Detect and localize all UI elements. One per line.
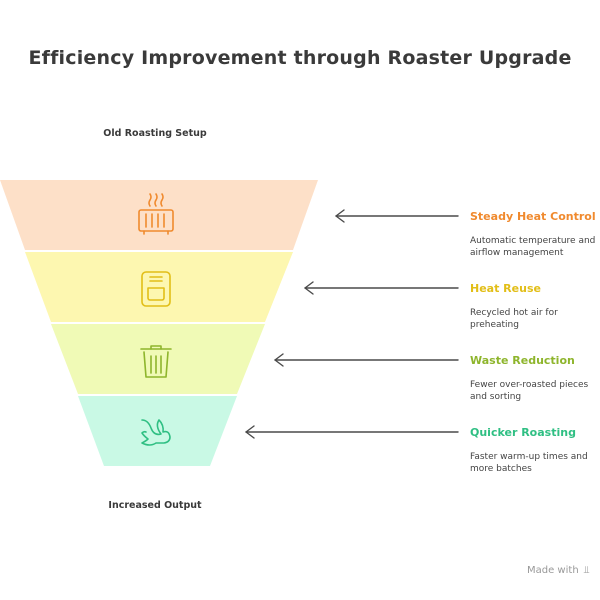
stage-description: Recycled hot air for preheating bbox=[470, 308, 558, 330]
stage-item-2: Heat Reuse Recycled hot air for preheati… bbox=[470, 282, 600, 331]
funnel-band-1 bbox=[0, 180, 318, 250]
funnel-bottom-label: Increased Output bbox=[108, 500, 202, 511]
stage-title: Steady Heat Control bbox=[470, 210, 596, 223]
funnel-band-4 bbox=[78, 396, 237, 466]
heater-icon bbox=[138, 193, 174, 235]
funnel-top-label: Old Roasting Setup bbox=[103, 128, 207, 139]
arrow-1 bbox=[335, 209, 459, 223]
stage-title: Heat Reuse bbox=[470, 282, 541, 295]
funnel-band-2 bbox=[25, 252, 293, 322]
funnel-band-3 bbox=[51, 324, 265, 394]
made-with-footer[interactable]: Made with ⫫ bbox=[527, 565, 589, 576]
arrow-3 bbox=[274, 353, 459, 367]
stage-description: Automatic temperature and airflow manage… bbox=[470, 236, 596, 258]
stage-description: Fewer over-roasted pieces and sorting bbox=[470, 380, 589, 402]
stage-item-1: Steady Heat Control Automatic temperatur… bbox=[470, 210, 600, 259]
stage-description: Faster warm-up times and more batches bbox=[470, 452, 588, 474]
napkin-logo-icon: ⫫ bbox=[583, 565, 590, 576]
page-title: Efficiency Improvement through Roaster U… bbox=[28, 47, 572, 69]
air-fryer-icon bbox=[141, 271, 171, 307]
arrow-4 bbox=[245, 425, 459, 439]
footer-text: Made with bbox=[527, 565, 579, 576]
stage-title: Waste Reduction bbox=[470, 354, 575, 367]
stage-item-4: Quicker Roasting Faster warm-up times an… bbox=[470, 426, 600, 475]
stage-item-3: Waste Reduction Fewer over-roasted piece… bbox=[470, 354, 600, 403]
trash-icon bbox=[140, 345, 172, 378]
rabbit-icon bbox=[141, 419, 171, 446]
stage-title: Quicker Roasting bbox=[470, 426, 576, 439]
arrow-2 bbox=[304, 281, 459, 295]
